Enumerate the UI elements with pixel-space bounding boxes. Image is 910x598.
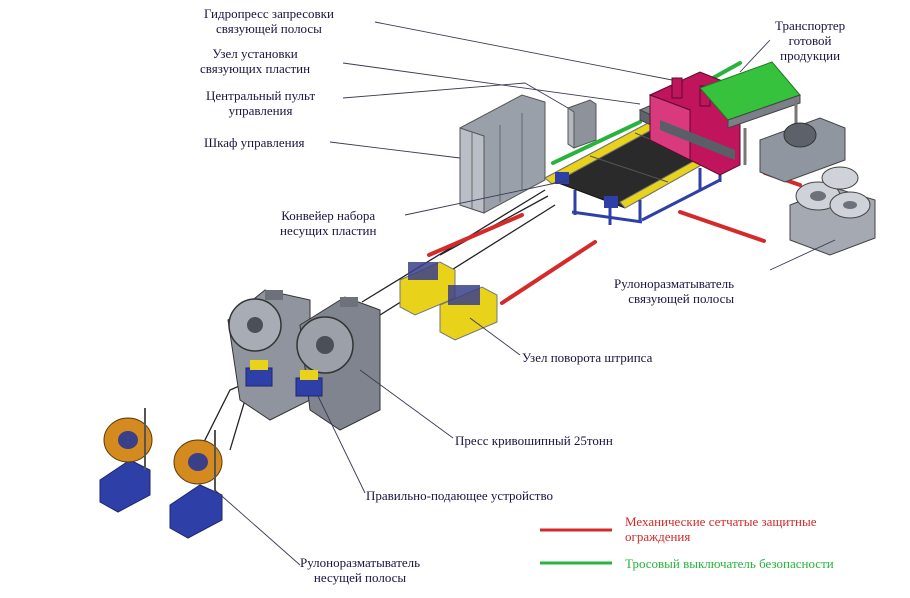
label-uncoiler-binding: Рулоноразматыватель связующей полосы [614, 276, 735, 306]
label-conveyor: Конвейер набора несущих пластин [280, 208, 377, 238]
leader-lines [214, 21, 836, 566]
label-strip-turn: Узел поворота штрипса [522, 350, 653, 365]
binding-strip-uncoiler [759, 117, 876, 256]
label-crank-press: Пресс кривошипный 25тонн [455, 433, 613, 448]
label-straight-feed: Правильно-подающее устройство [366, 488, 554, 503]
legend-swatches [540, 528, 612, 565]
label-uncoiler-bearing: Рулоноразматыватель несущей полосы [300, 555, 421, 585]
strip-turn-units [399, 261, 498, 341]
crank-presses [227, 289, 381, 431]
legend-mechanical-text: Механические сетчатые защитные ограждени… [625, 514, 817, 544]
label-plate-install: Узел установки связующих пластин [200, 46, 311, 76]
straightening-feeders [245, 360, 323, 397]
legend-cable-switch-text: Тросовый выключатель безопасности [625, 556, 834, 571]
control-cabinet [459, 94, 546, 214]
label-control-cabinet: Шкаф управления [204, 135, 305, 150]
bearing-strip-uncoilers [99, 408, 223, 539]
label-transporter: Транспортер готовой продукции [775, 18, 846, 63]
label-central-panel: Центральный пульт управления [206, 88, 316, 118]
label-hydropress: Гидропресс запресовки связующей полосы [204, 6, 334, 36]
central-control-panel [567, 99, 597, 149]
